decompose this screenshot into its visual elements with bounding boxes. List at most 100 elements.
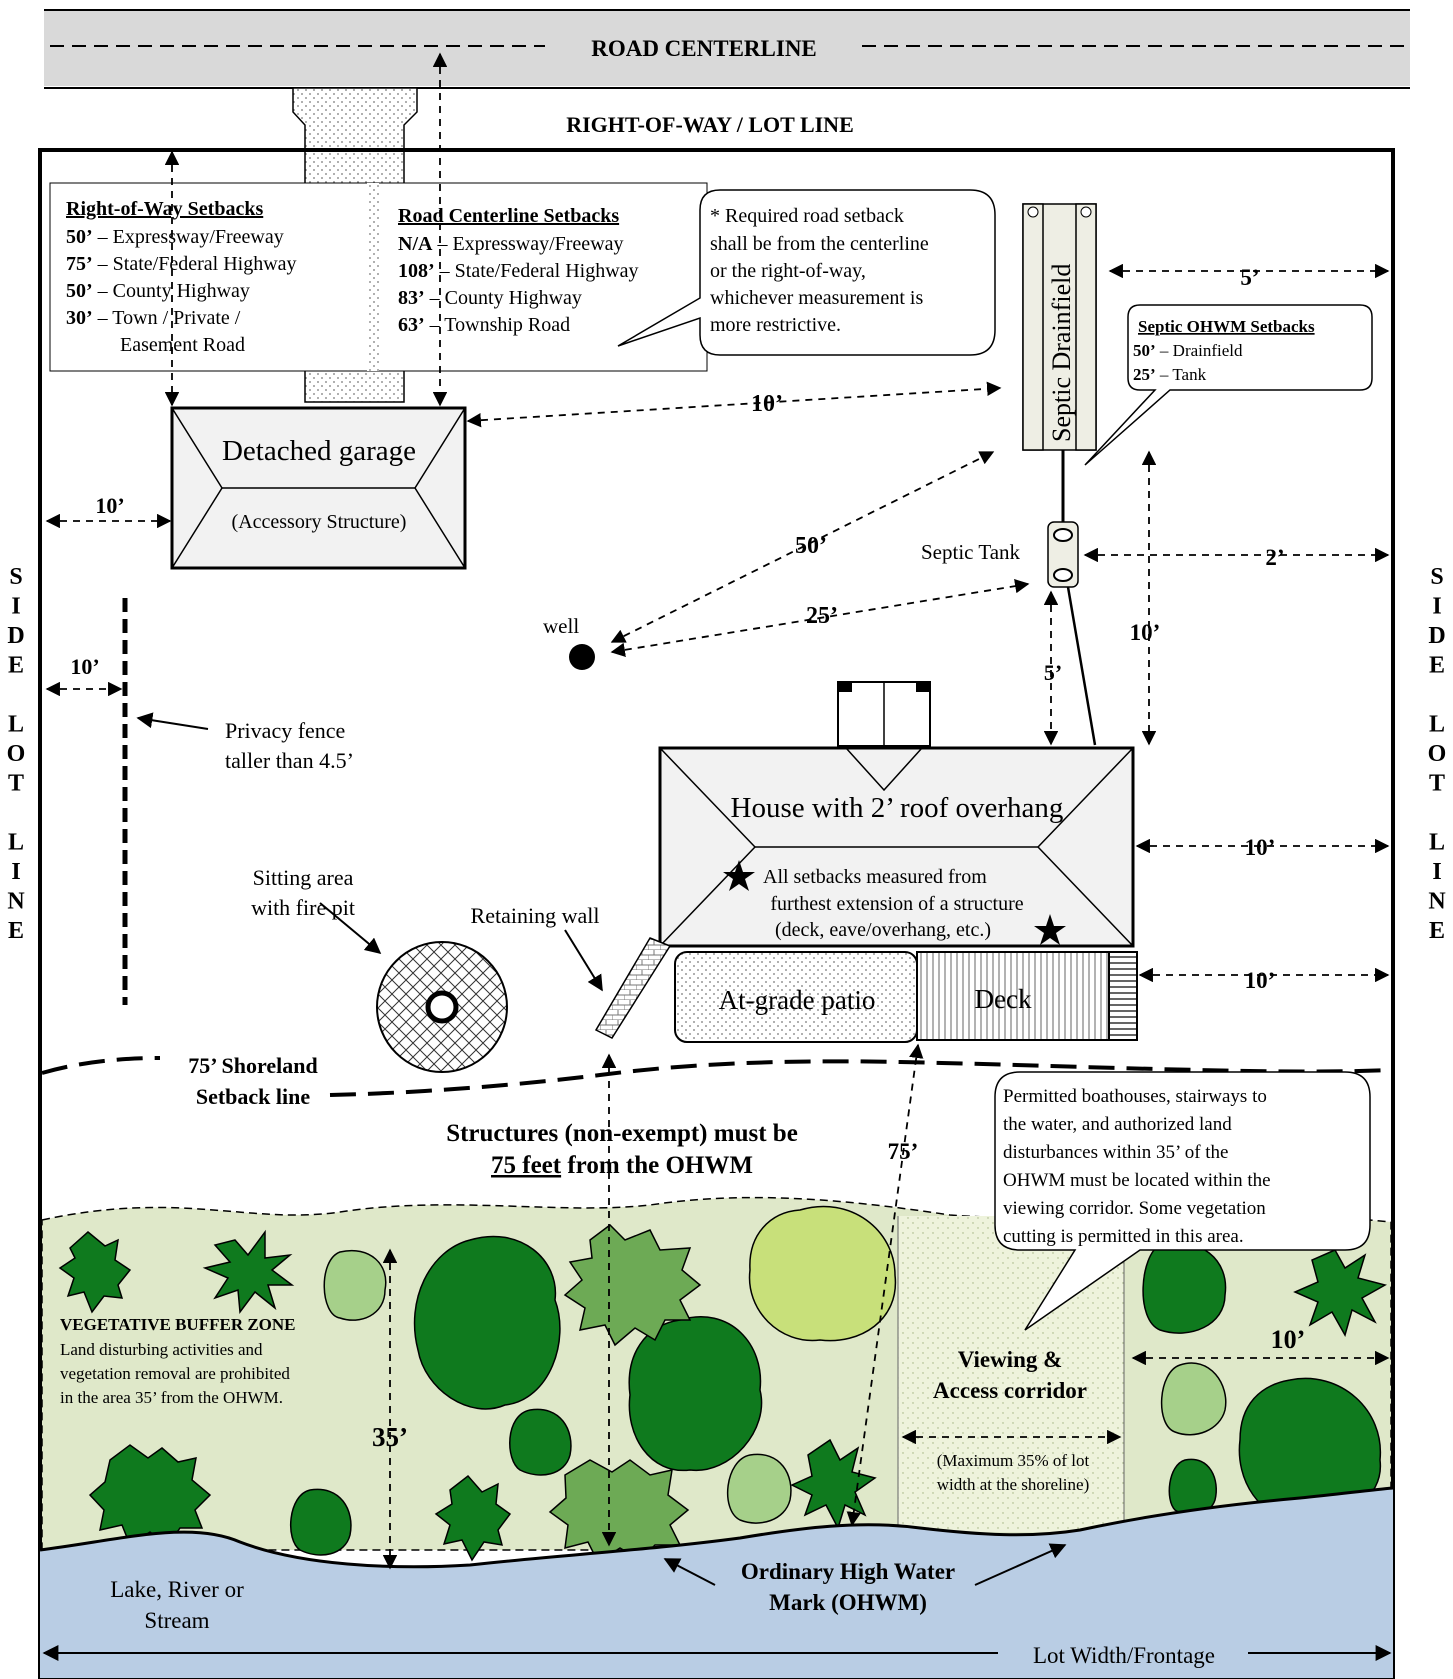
- row-setback-row: 75’ – State/Federal Highway: [66, 253, 297, 275]
- tree-light: [323, 1249, 387, 1321]
- side-lot-line-letter: S: [9, 564, 22, 590]
- septic-drainfield: [1022, 203, 1097, 451]
- permitted-note-line: disturbances within 35’ of the: [1003, 1142, 1229, 1163]
- permitted-note-line: cutting is permitted in this area.: [1003, 1226, 1244, 1247]
- required-note-line: more restrictive.: [710, 314, 841, 336]
- spiky-shrub: [202, 1229, 295, 1315]
- tree-dark: [509, 1408, 572, 1476]
- viewing-label: Viewing &: [958, 1347, 1063, 1372]
- side-lot-line-letter: L: [1429, 712, 1445, 738]
- dim-label: 10’: [95, 493, 124, 518]
- tree-dark: [88, 1444, 212, 1547]
- lake-label: Lake, River or: [110, 1577, 244, 1602]
- required-note-line: shall be from the centerline: [710, 233, 929, 255]
- deck-label: Deck: [975, 984, 1032, 1014]
- fence-label: taller than 4.5’: [225, 748, 354, 773]
- lot-width-label: Lot Width/Frontage: [1033, 1643, 1215, 1668]
- row-setbacks-title: Right-of-Way Setbacks: [66, 198, 263, 220]
- veg-title: VEGETATIVE BUFFER ZONE: [60, 1315, 296, 1334]
- tree-dark: [58, 1231, 132, 1314]
- tree-dark: [434, 1474, 512, 1562]
- structures-note: Structures (non-exempt) must be: [446, 1120, 798, 1147]
- side-lot-line-letter: L: [8, 830, 24, 856]
- house-note: furthest extension of a structure: [770, 893, 1023, 915]
- deck: [916, 951, 1110, 1041]
- required-note-line: or the right-of-way,: [710, 260, 866, 282]
- side-lot-line-letter: E: [8, 653, 24, 679]
- viewing-sublabel: width at the shoreline): [937, 1475, 1090, 1494]
- septic-ohwm-table: Septic OHWM Setbacks 50’ – Drainfield 25…: [1133, 317, 1315, 384]
- tree-dark: [628, 1316, 763, 1472]
- required-note-line: whichever measurement is: [710, 287, 923, 309]
- house-label: House with 2’ roof overhang: [731, 792, 1064, 824]
- well: [569, 644, 595, 670]
- centerline-setback-row: 108’ – State/Federal Highway: [398, 260, 639, 282]
- road: ROAD CENTERLINE: [44, 9, 1410, 89]
- tree-mid: [563, 1224, 702, 1347]
- side-lot-line-letter: I: [1432, 594, 1441, 620]
- detached-garage: [170, 406, 467, 570]
- sitting-area-label: with fire pit: [251, 895, 355, 920]
- side-lot-line-letter: E: [1429, 653, 1445, 679]
- structures-note: 75 feet from the OHWM: [491, 1152, 753, 1179]
- side-lot-line-letter: N: [7, 889, 25, 915]
- centerline-setbacks-table: Road Centerline Setbacks N/A – Expresswa…: [398, 205, 639, 336]
- side-lot-line-letter: L: [8, 712, 24, 738]
- centerline-setbacks-title: Road Centerline Setbacks: [398, 205, 619, 227]
- side-lot-line-letter: S: [1430, 564, 1443, 590]
- tree-light: [726, 1453, 792, 1524]
- side-lot-line-letter: T: [8, 771, 24, 797]
- sitting-area-label: Sitting area: [253, 865, 354, 890]
- permitted-note-line: viewing corridor. Some vegetation: [1003, 1198, 1266, 1219]
- water: [40, 1488, 1393, 1678]
- ohwm-label: Mark (OHWM): [769, 1590, 927, 1615]
- side-lot-line-letter: O: [7, 741, 26, 767]
- veg-text: Land disturbing activities and: [60, 1340, 263, 1359]
- retaining-wall: [594, 937, 672, 1039]
- row-setback-row: 50’ – County Highway: [66, 280, 250, 302]
- permitted-note-line: Permitted boathouses, stairways to: [1003, 1086, 1267, 1107]
- septic-tank: [1047, 521, 1079, 588]
- viewing-sublabel: (Maximum 35% of lot: [937, 1451, 1090, 1470]
- fire-pit: [376, 941, 508, 1073]
- ohwm-label: Ordinary High Water: [741, 1559, 955, 1584]
- dimension-labels: 5’ 10’ 10’ 50’ 25’ 2’ 10’ 5’ 10’ 10’ 10’…: [70, 265, 1305, 1452]
- dim-label: 10’: [1271, 1325, 1306, 1354]
- centerline-setback-row: N/A – Expressway/Freeway: [398, 233, 624, 255]
- veg-text: in the area 35’ from the OHWM.: [60, 1388, 283, 1407]
- side-lot-line-letter: I: [1432, 859, 1441, 885]
- shoreland-setback-line: [41, 1056, 1394, 1097]
- trees: [58, 1205, 1387, 1564]
- veg-text: vegetation removal are prohibited: [60, 1364, 290, 1383]
- dim-label: 10’: [751, 391, 783, 417]
- septic-ohwm-title: Septic OHWM Setbacks: [1138, 317, 1315, 336]
- dim-label: 10’: [70, 654, 99, 679]
- septic-ohwm-row: 25’ – Tank: [1133, 365, 1207, 384]
- tree-dark: [1142, 1242, 1227, 1334]
- house-note: All setbacks measured from: [763, 866, 987, 888]
- garage-sublabel: (Accessory Structure): [232, 511, 407, 533]
- leader-arrows: [136, 712, 1067, 1586]
- shoreland-label: Setback line: [196, 1084, 311, 1109]
- septic-tank-label: Septic Tank: [921, 540, 1021, 564]
- side-lot-line-letter: D: [1428, 623, 1445, 649]
- side-lot-line-letter: E: [8, 918, 24, 944]
- permitted-note-line: OHWM must be located within the: [1003, 1170, 1271, 1191]
- patio-label: At-grade patio: [719, 985, 876, 1015]
- dim-label: 35’: [372, 1422, 408, 1452]
- required-note-line: * Required road setback: [710, 205, 904, 227]
- row-lot-line-label: RIGHT-OF-WAY / LOT LINE: [566, 112, 854, 137]
- dim-label: 5’: [1240, 265, 1259, 290]
- row-setbacks-table: Right-of-Way Setbacks 50’ – Expressway/F…: [66, 198, 297, 356]
- retaining-wall-label: Retaining wall: [471, 903, 600, 928]
- dim-label: 5’: [1044, 660, 1062, 685]
- ohwm-line: [39, 1486, 1394, 1569]
- dimension-lines: [45, 52, 1390, 1570]
- required-note-callout: [617, 189, 996, 356]
- side-lot-line-letter: T: [1429, 771, 1445, 797]
- side-lot-line-letter: I: [11, 859, 20, 885]
- side-lot-line-letter: D: [7, 623, 24, 649]
- road-centerline-label: ROAD CENTERLINE: [591, 36, 817, 61]
